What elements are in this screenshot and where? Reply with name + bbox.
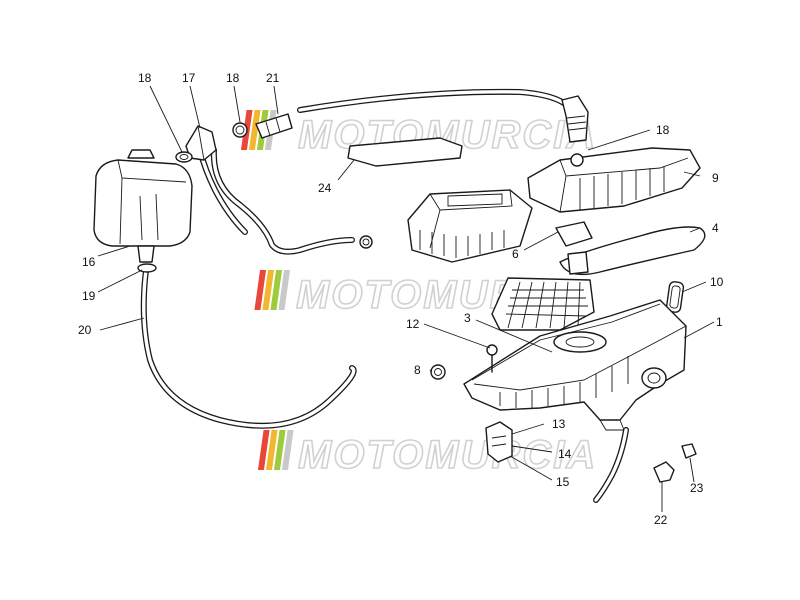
hose-17-branch	[210, 147, 355, 255]
callout-12: 12	[406, 317, 420, 331]
watermark-text: MOTOMURCIA	[298, 433, 597, 477]
callout-18: 18	[226, 71, 240, 85]
callout-17: 17	[182, 71, 196, 85]
washer-8	[430, 364, 446, 380]
hose-fitting-elbow	[561, 95, 589, 143]
callout-24: 24	[318, 181, 332, 195]
callout-23: 23	[690, 481, 704, 495]
callout-9: 9	[712, 171, 719, 185]
clamp-small	[359, 235, 373, 249]
gasket-4	[559, 226, 706, 276]
drain-hose-lower	[593, 427, 629, 503]
callout-6: 6	[512, 247, 519, 261]
hose-17-branch-2	[197, 147, 248, 235]
callout-19: 19	[82, 289, 96, 303]
callout-8: 8	[414, 363, 421, 377]
fitting-21	[255, 113, 293, 139]
filter-cover	[407, 189, 533, 263]
callout-18: 18	[138, 71, 152, 85]
callout-22: 22	[654, 513, 668, 527]
nut-6	[555, 153, 593, 275]
watermark-bottom: MOTOMURCIA	[257, 430, 597, 478]
breather-hose-top	[297, 88, 575, 113]
callout-16: 16	[82, 255, 96, 269]
callout-21: 21	[266, 71, 280, 85]
clamp-19	[137, 263, 157, 273]
callout-labels: 18 17 18 21 18 24 9 4 6 16 19 10 1 20 12…	[78, 71, 724, 527]
callout-14: 14	[558, 447, 572, 461]
callout-20: 20	[78, 323, 92, 337]
reservoir-tank	[93, 149, 193, 263]
leader-lines	[97, 85, 715, 512]
nut-23	[681, 443, 697, 459]
callout-4: 4	[712, 221, 719, 235]
clamp-18-middle	[232, 122, 248, 138]
gasket-10	[665, 281, 685, 313]
clip-13-14-15	[485, 421, 513, 463]
clamp-18-left	[175, 151, 193, 163]
top-cover-9	[527, 147, 701, 213]
drain-hose-20	[140, 267, 357, 429]
callout-18: 18	[656, 123, 670, 137]
callout-15: 15	[556, 475, 570, 489]
plug-22	[653, 461, 675, 483]
callout-10: 10	[710, 275, 724, 289]
callout-13: 13	[552, 417, 566, 431]
air-filter-element	[491, 277, 595, 331]
bracket-24	[347, 137, 463, 167]
airbox-housing	[463, 299, 687, 431]
callout-3: 3	[464, 311, 471, 325]
callout-1: 1	[716, 315, 723, 329]
